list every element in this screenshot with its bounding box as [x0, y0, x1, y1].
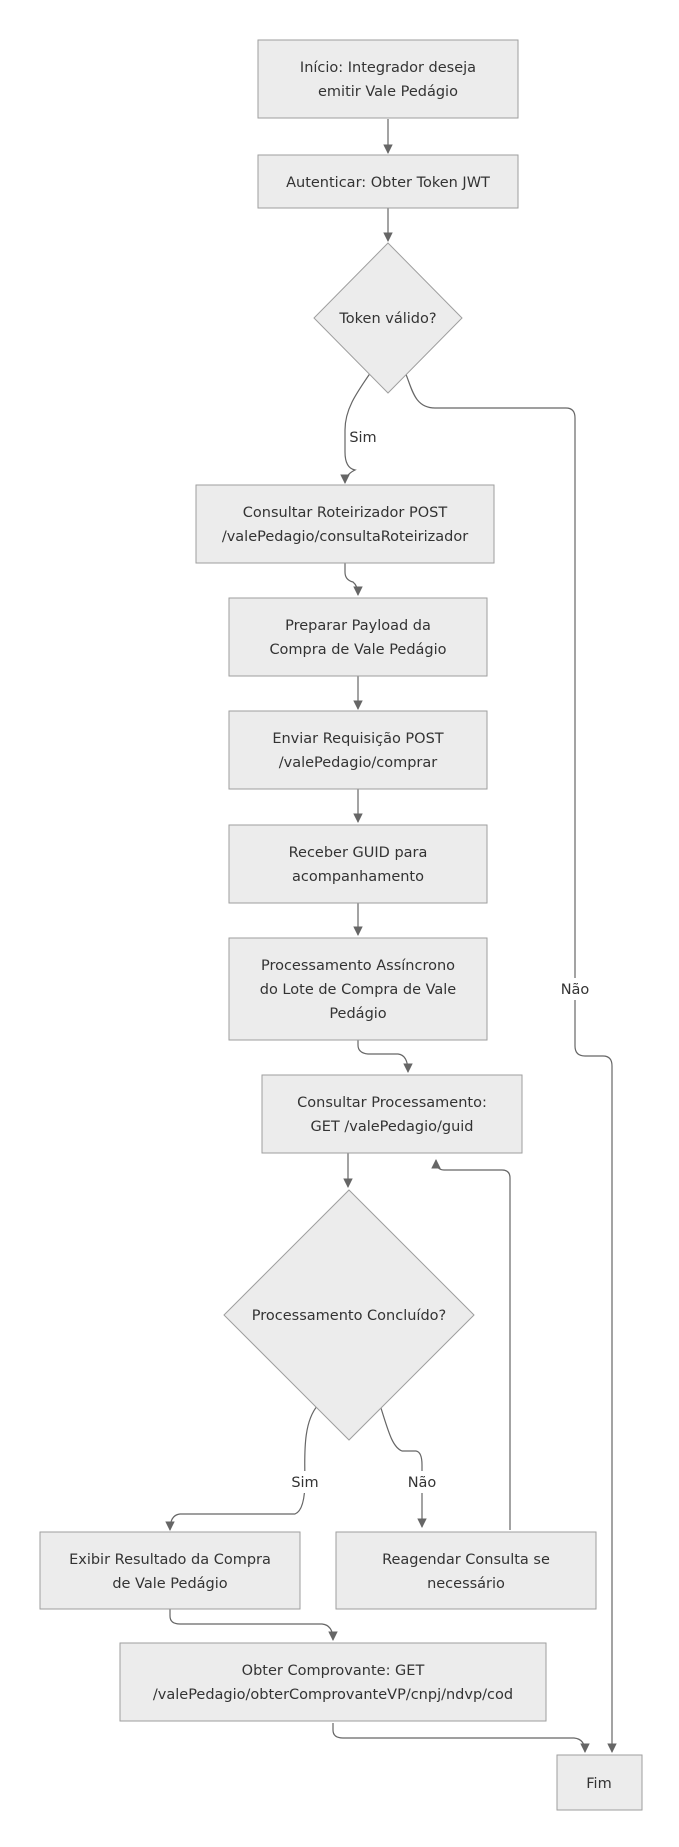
node-token-valido: Token válido?	[313, 242, 463, 394]
edge-label-text: Não	[561, 982, 590, 998]
node-exibir-line-1: Exibir Resultado da Compra	[69, 1552, 271, 1568]
edge-reagendar-consultar	[431, 1159, 511, 1530]
node-payload-line-2: Compra de Vale Pedágio	[269, 642, 446, 658]
node-reagendar-line-2: necessário	[427, 1576, 505, 1592]
node-roteirizador-line-2: /valePedagio/consultaRoteirizador	[222, 529, 468, 545]
edge-proc-nao	[379, 1404, 427, 1528]
edge-label-proc-sim: Sim	[288, 1471, 322, 1493]
node-exibir-line-2: de Vale Pedágio	[112, 1576, 227, 1592]
edge-label-token-sim: Sim	[346, 426, 380, 448]
node-start: Início: Integrador deseja emitir Vale Pe…	[257, 39, 519, 119]
node-consultar-line-2: GET /valePedagio/guid	[310, 1119, 473, 1135]
edge-label-token-nao: Não	[557, 978, 593, 1000]
edge-label-proc-nao: Não	[403, 1471, 441, 1493]
node-async-line-2: do Lote de Compra de Vale	[260, 982, 457, 998]
node-comprovante: Obter Comprovante: GET /valePedagio/obte…	[119, 1642, 547, 1722]
node-roteirizador: Consultar Roteirizador POST /valePedagio…	[195, 484, 495, 564]
edge-token-sim	[340, 371, 372, 484]
node-comprovante-line-2: /valePedagio/obterComprovanteVP/cnpj/ndv…	[153, 1687, 513, 1703]
node-async-line-3: Pedágio	[329, 1006, 386, 1022]
node-comprovante-line-1: Obter Comprovante: GET	[242, 1663, 425, 1679]
node-consultar-line-1: Consultar Processamento:	[297, 1095, 487, 1111]
node-reagendar-line-1: Reagendar Consulta se	[382, 1552, 550, 1568]
edge-comprovante-fim	[332, 1723, 590, 1753]
edge-token-nao	[404, 371, 617, 1753]
node-concluido: Processamento Concluído?	[223, 1189, 475, 1441]
edge-async-consultar	[357, 1040, 413, 1073]
node-consultar: Consultar Processamento: GET /valePedagi…	[261, 1074, 523, 1154]
node-fim: Fim	[556, 1754, 643, 1811]
node-fim-line-1: Fim	[586, 1776, 611, 1792]
node-start-line-2: emitir Vale Pedágio	[318, 84, 458, 100]
node-auth-line-1: Autenticar: Obter Token JWT	[286, 175, 490, 191]
node-start-line-1: Início: Integrador deseja	[300, 60, 476, 76]
node-enviar-line-1: Enviar Requisição POST	[272, 731, 443, 747]
node-guid: Receber GUID para acompanhamento	[228, 824, 488, 904]
node-guid-line-2: acompanhamento	[292, 869, 424, 885]
edge-proc-sim	[165, 1404, 319, 1531]
node-async-line-1: Processamento Assíncrono	[261, 958, 455, 974]
edge-label-text: Não	[408, 1475, 437, 1491]
node-enviar: Enviar Requisição POST /valePedagio/comp…	[228, 710, 488, 790]
node-reagendar: Reagendar Consulta se necessário	[335, 1531, 597, 1610]
node-payload: Preparar Payload da Compra de Vale Pedág…	[228, 597, 488, 677]
edge-label-text: Sim	[349, 430, 376, 446]
edge-roteirizador-payload	[344, 563, 363, 596]
node-roteirizador-line-1: Consultar Roteirizador POST	[243, 505, 448, 521]
node-exibir: Exibir Resultado da Compra de Vale Pedág…	[39, 1531, 301, 1610]
node-guid-line-1: Receber GUID para	[289, 845, 428, 861]
node-auth: Autenticar: Obter Token JWT	[257, 154, 519, 209]
edge-exibir-comprovante	[169, 1609, 338, 1641]
node-payload-line-1: Preparar Payload da	[285, 618, 431, 634]
edge-label-text: Sim	[291, 1475, 318, 1491]
node-token-valido-line-1: Token válido?	[338, 311, 436, 327]
node-enviar-line-2: /valePedagio/comprar	[279, 755, 438, 771]
node-concluido-line-1: Processamento Concluído?	[252, 1308, 446, 1324]
node-async: Processamento Assíncrono do Lote de Comp…	[228, 937, 488, 1041]
